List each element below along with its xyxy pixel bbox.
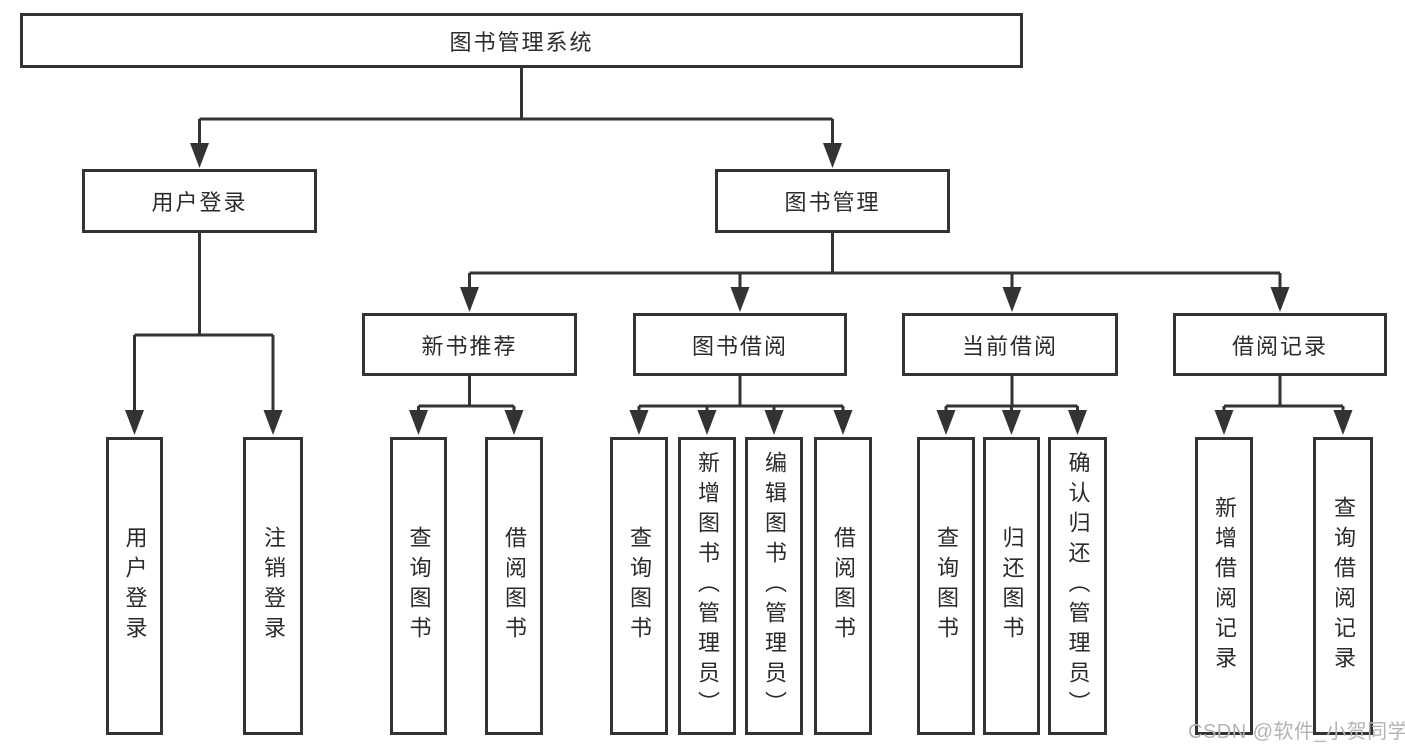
node-current-query-label: 查询图书 — [934, 526, 959, 646]
arrowhead — [263, 410, 283, 435]
node-current-return-label: 归还图书 — [999, 526, 1025, 646]
node-book-borrow: 图书借阅 — [633, 313, 847, 376]
arrowhead — [409, 410, 428, 435]
node-borrow-records: 借阅记录 — [1173, 313, 1387, 376]
arrowhead — [125, 410, 144, 435]
node-leaf-logout-label: 注销登录 — [261, 526, 286, 646]
node-book-mgmt: 图书管理 — [715, 169, 950, 233]
watermark: CSDN @软件_小贺同学 — [1188, 721, 1405, 743]
connector-book-borrow-branch — [629, 376, 853, 435]
node-borrow-query: 查询图书 — [610, 437, 668, 735]
node-newbooks-query: 查询图书 — [390, 437, 447, 735]
node-current-confirm-label: 确认归还（管理员） — [1065, 451, 1091, 721]
arrowhead — [823, 143, 842, 168]
node-records-add-label: 新增借阅记录 — [1212, 496, 1237, 676]
arrowhead — [190, 143, 209, 168]
node-current-borrow: 当前借阅 — [902, 313, 1118, 376]
node-current-query: 查询图书 — [917, 437, 975, 735]
node-borrow-add-label: 新增图书（管理员） — [695, 451, 720, 721]
connector-new-books-branch — [409, 376, 524, 435]
arrowhead — [1002, 410, 1021, 435]
node-borrow-edit-label: 编辑图书（管理员） — [762, 451, 787, 721]
arrowhead — [936, 410, 956, 435]
arrowhead — [730, 287, 750, 312]
node-root: 图书管理系统 — [20, 13, 1023, 68]
node-borrow-borrow-label: 借阅图书 — [831, 526, 856, 646]
node-newbooks-query-label: 查询图书 — [406, 526, 432, 646]
node-leaf-user-login-label: 用户登录 — [122, 526, 148, 646]
node-new-books: 新书推荐 — [362, 313, 577, 376]
arrowhead — [1002, 287, 1022, 312]
connector-user-login-branch — [125, 233, 283, 435]
node-borrow-edit: 编辑图书（管理员） — [745, 437, 803, 735]
arrowhead — [764, 410, 784, 435]
node-user-login: 用户登录 — [82, 169, 317, 233]
node-records-query: 查询借阅记录 — [1313, 437, 1373, 735]
arrowhead — [833, 410, 853, 435]
arrowhead — [629, 410, 649, 435]
connector-root-to-level2 — [190, 68, 842, 168]
node-current-return: 归还图书 — [983, 437, 1040, 735]
connector-borrow-records-branch — [1214, 376, 1353, 435]
node-newbooks-borrow-label: 借阅图书 — [502, 526, 527, 646]
node-borrow-query-label: 查询图书 — [627, 526, 652, 646]
node-leaf-logout: 注销登录 — [243, 437, 303, 735]
node-newbooks-borrow: 借阅图书 — [485, 437, 543, 735]
node-borrow-add: 新增图书（管理员） — [678, 437, 736, 735]
node-borrow-borrow: 借阅图书 — [814, 437, 872, 735]
node-records-query-label: 查询借阅记录 — [1331, 496, 1356, 676]
arrowhead — [1270, 287, 1290, 312]
arrowhead — [504, 410, 524, 435]
node-leaf-user-login: 用户登录 — [106, 437, 163, 735]
arrowhead — [1214, 410, 1234, 435]
node-records-add: 新增借阅记录 — [1195, 437, 1253, 735]
node-current-confirm: 确认归还（管理员） — [1048, 437, 1107, 735]
arrowhead — [1068, 410, 1087, 435]
connector-current-borrow-branch — [936, 376, 1087, 435]
arrowhead — [697, 410, 717, 435]
arrowhead — [460, 287, 479, 312]
arrowhead — [1333, 410, 1353, 435]
connector-book-mgmt-branch — [460, 233, 1290, 312]
